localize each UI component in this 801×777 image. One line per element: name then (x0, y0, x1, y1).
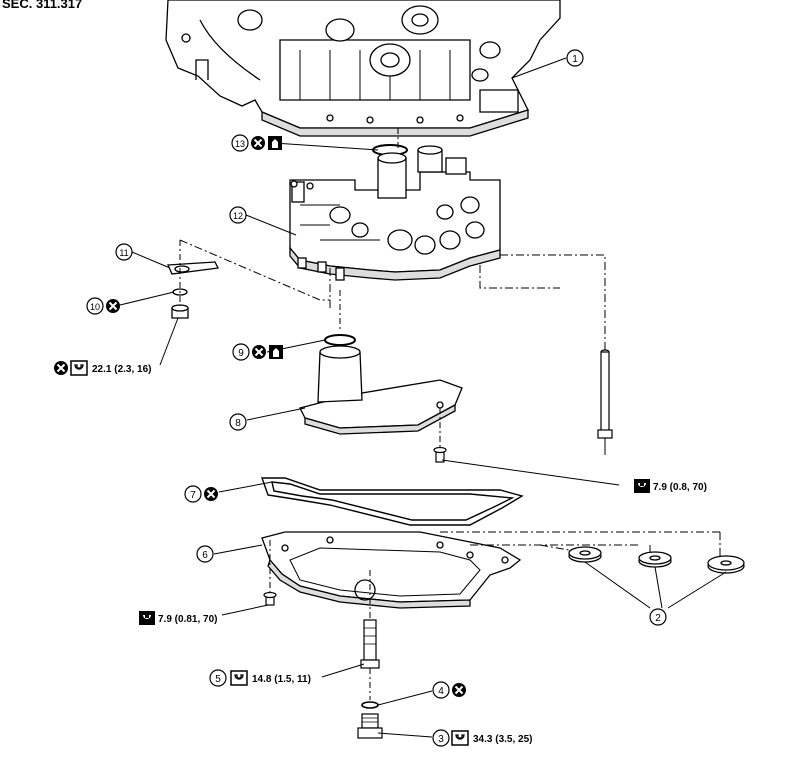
svg-text:3: 3 (438, 734, 444, 745)
transaxle-case (165, 0, 561, 137)
oil-pan-gasket (261, 477, 524, 526)
do-not-reuse-icon (451, 682, 467, 698)
callout-9: 9 (232, 343, 250, 361)
callout-8: 8 (229, 413, 247, 431)
oil-pan (261, 531, 522, 609)
section-label: SEC. 311.317 (2, 0, 83, 11)
o-ring-9 (324, 334, 356, 346)
strainer-bolt (433, 446, 447, 463)
callout-6: 6 (196, 545, 214, 563)
callout-12: 12 (229, 206, 247, 224)
svg-text:12: 12 (233, 211, 243, 221)
torque-wrench-icon (139, 611, 155, 625)
oil-strainer (299, 345, 463, 435)
svg-text:11: 11 (119, 248, 128, 258)
svg-text:9: 9 (238, 348, 244, 359)
pan-bolt (263, 591, 277, 606)
magnets (568, 546, 745, 574)
callout-5: 5 (209, 669, 227, 687)
torque-drain-plug: 34.3 (3.5, 25) (473, 734, 532, 745)
do-not-reuse-icon (105, 298, 121, 314)
svg-text:13: 13 (235, 139, 245, 149)
drain-gasket (361, 701, 379, 709)
fluid-icon (269, 345, 283, 359)
fluid-icon (268, 136, 282, 150)
do-not-reuse-icon (53, 360, 69, 376)
torque-nut: 22.1 (2.3, 16) (92, 364, 151, 375)
long-bolt (597, 349, 613, 439)
callout-3: 3 (432, 729, 450, 747)
svg-text:8: 8 (235, 418, 241, 429)
overflow-plug (360, 619, 380, 669)
socket-icon (70, 360, 88, 376)
socket-icon (230, 670, 248, 686)
svg-text:5: 5 (215, 674, 221, 685)
svg-text:10: 10 (90, 302, 100, 312)
callout-2: 2 (649, 608, 667, 626)
socket-icon (451, 730, 469, 746)
torque-overflow-plug: 14.8 (1.5, 11) (252, 674, 311, 685)
callout-1: 1 (566, 49, 584, 67)
svg-text:1: 1 (572, 54, 578, 65)
bracket (167, 261, 219, 275)
callout-10: 10 (86, 297, 104, 315)
torque-wrench-icon (634, 479, 650, 493)
svg-text:4: 4 (438, 686, 444, 697)
do-not-reuse-icon (250, 135, 266, 151)
callout-11: 11 (115, 243, 133, 261)
callout-7: 7 (184, 485, 202, 503)
do-not-reuse-icon (251, 344, 267, 360)
nut (171, 304, 189, 319)
svg-text:2: 2 (655, 613, 661, 624)
torque-bolt-upper: 7.9 (0.8, 70) (653, 482, 707, 493)
svg-text:6: 6 (202, 550, 208, 561)
torque-bolt-pan: 7.9 (0.81, 70) (158, 614, 217, 625)
callout-13: 13 (231, 134, 249, 152)
svg-text:7: 7 (190, 490, 196, 501)
leader-lines (119, 57, 727, 738)
callout-4: 4 (432, 681, 450, 699)
do-not-reuse-icon (203, 486, 219, 502)
control-valve (289, 145, 501, 281)
drain-plug (357, 713, 383, 739)
